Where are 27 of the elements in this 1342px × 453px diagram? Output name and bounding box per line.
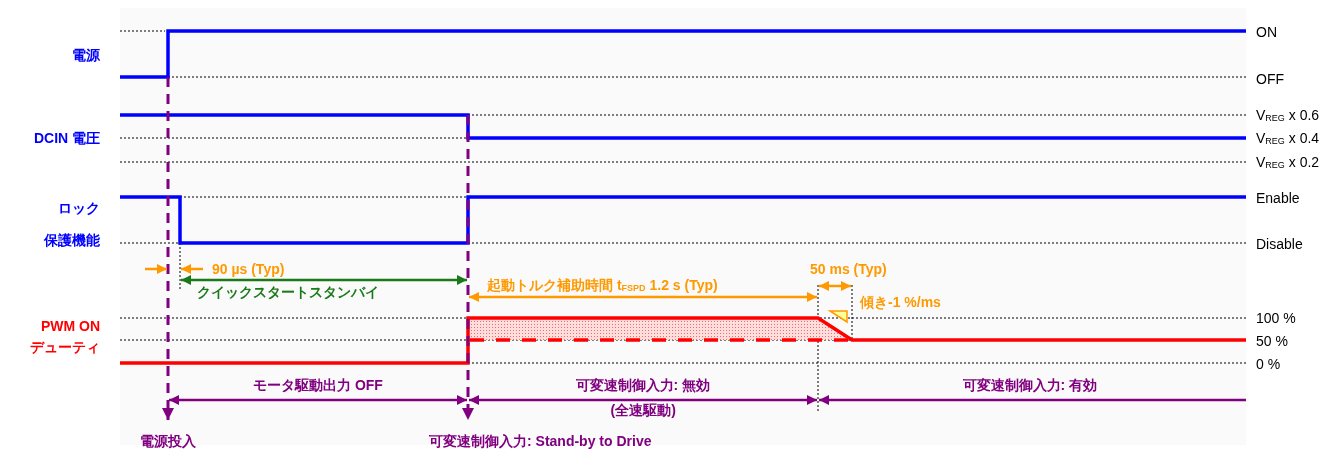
state-label: 可変速制御入力: 有効	[962, 377, 1098, 393]
state-label: (全速駆動)	[610, 402, 676, 418]
state-label: モータ駆動出力 OFF	[253, 377, 383, 393]
axis-label: V$_{REG}$ x 0.4	[1256, 130, 1320, 148]
signal-name: DCIN 電圧	[34, 130, 101, 146]
signal-name: 保護機能	[44, 232, 100, 248]
timing-label: クイックスタートスタンバイ	[197, 284, 379, 300]
axis-label: 0 %	[1256, 356, 1281, 372]
signal-name: ロック	[58, 200, 100, 216]
timing-label: 90 µs (Typ)	[212, 261, 285, 277]
state-label: 可変速制御入力: Stand-by to Drive	[429, 433, 652, 449]
axis-label: Enable	[1256, 190, 1300, 206]
axis-label: V$_{REG}$ x 0.6	[1256, 107, 1320, 125]
axis-label: 100 %	[1256, 310, 1296, 326]
timing-label: 起動トルク補助時間 t$_{FSPD}$ 1.2 s (Typ)	[487, 277, 718, 295]
axis-label: ON	[1256, 24, 1277, 40]
axis-label: 50 %	[1256, 333, 1288, 349]
axis-label: OFF	[1256, 71, 1284, 87]
timing-label: 傾き-1 %/ms	[860, 294, 941, 310]
timing-label: 50 ms (Typ)	[810, 261, 887, 277]
signal-name: デューティ	[30, 339, 100, 355]
axis-label: Disable	[1256, 236, 1303, 252]
state-label: 可変速制御入力: 無効	[575, 377, 711, 393]
axis-label: V$_{REG}$ x 0.2	[1256, 154, 1320, 172]
signal-name: PWM ON	[41, 318, 101, 334]
state-label: 電源投入	[140, 433, 196, 449]
signal-name: 電源	[72, 47, 100, 63]
